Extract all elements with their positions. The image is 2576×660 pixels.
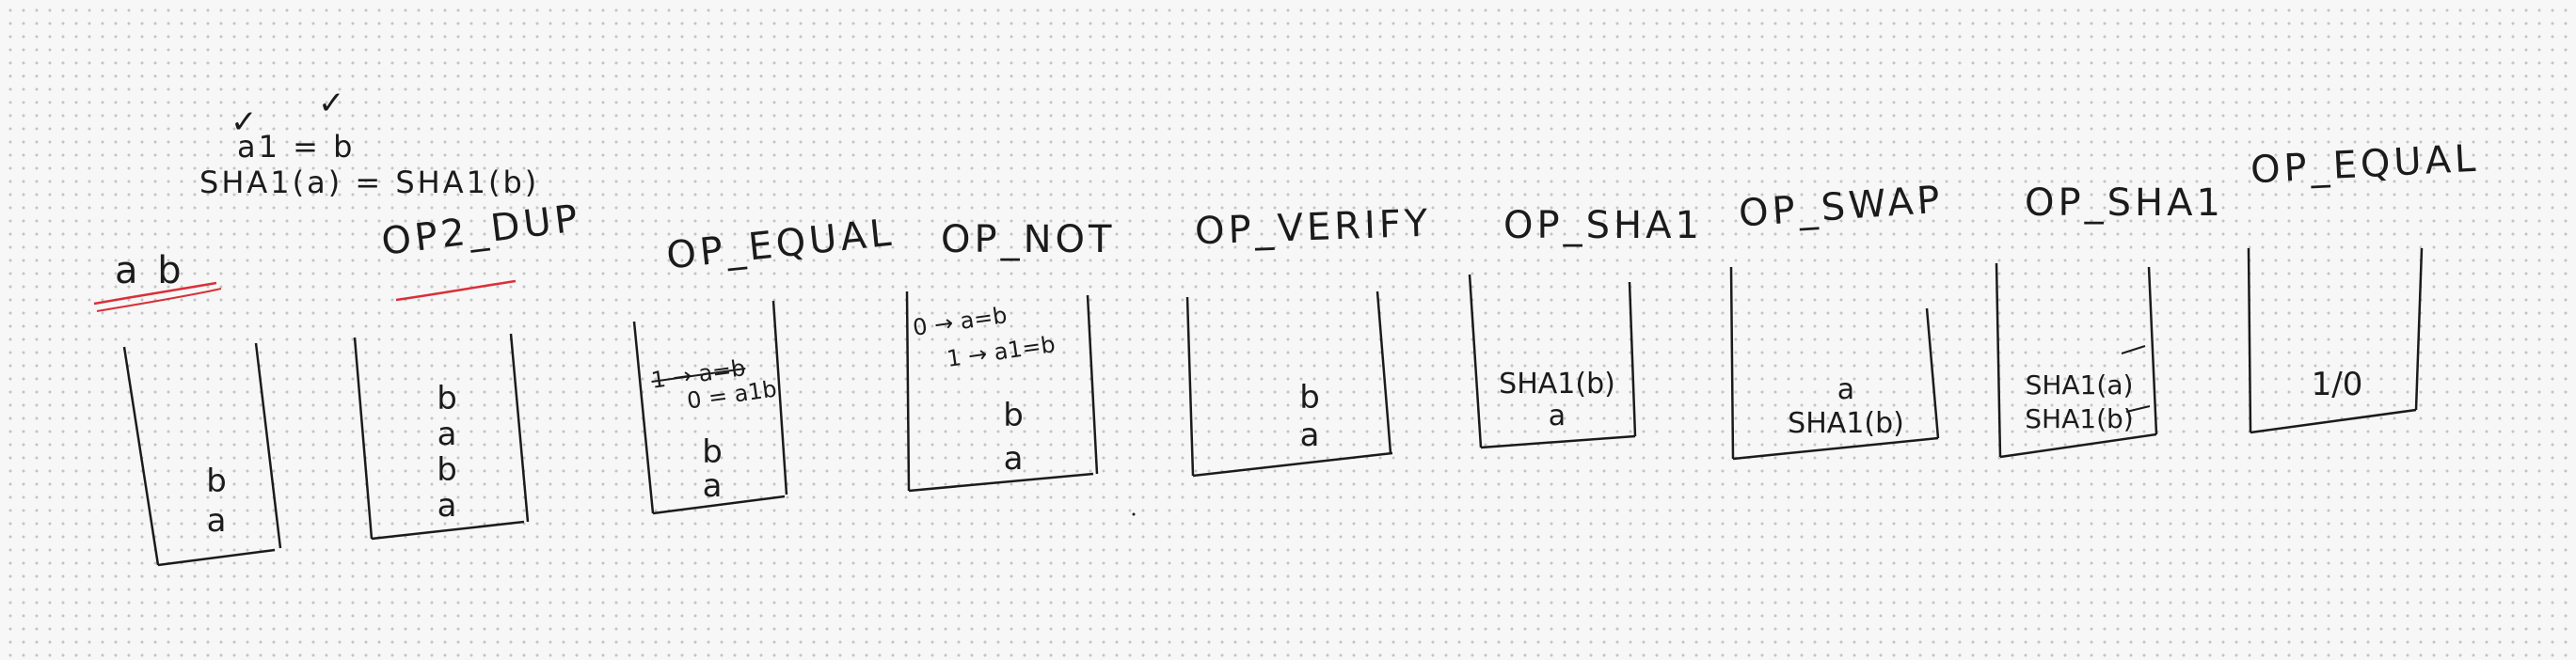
stack-title: OP_VERIFY — [1194, 201, 1433, 254]
stack-item: SHA1(b) — [1788, 407, 1904, 440]
stack-item: b — [702, 433, 723, 471]
stack-title: OP_EQUAL — [2249, 136, 2481, 193]
stack-item: SHA1(b) — [1499, 368, 1615, 401]
stack-title: a b — [115, 249, 185, 292]
stack-title: OP_SHA1 — [2025, 181, 2224, 225]
stack-item: a — [437, 487, 457, 525]
stack-title: OP_NOT — [941, 218, 1116, 261]
stack-item: 1/0 — [2311, 366, 2363, 403]
stack-title: OP2_DUP — [378, 196, 584, 264]
red-underline — [93, 281, 222, 312]
stack-item: b — [437, 380, 457, 417]
stack-item: SHA1(b) — [2025, 403, 2134, 434]
stack-box: b a — [1185, 291, 1394, 479]
stack-item: a — [437, 416, 457, 453]
stack-box: b a — [122, 342, 282, 569]
stray-ink-dot — [1132, 512, 1136, 516]
stack-box: b a b a — [353, 333, 532, 541]
stack-item: a — [206, 502, 227, 540]
stack-box: a SHA1(b) — [1729, 266, 1944, 461]
stack-item: a — [1548, 400, 1566, 432]
stack-item: SHA1(a) — [2025, 369, 2134, 401]
stack-box: 1 → a=b 0 = a1b b a — [632, 300, 792, 517]
stack-title: OP_SHA1 — [1503, 204, 1703, 247]
header-equation-line-2: SHA1(a) = SHA1(b) — [199, 165, 540, 200]
header-equation-line-1: a1 = b — [237, 129, 356, 165]
stack-item: a — [702, 467, 723, 505]
stack-title: OP_EQUAL — [664, 211, 898, 278]
stack-box: SHA1(a) SHA1(b) — [1995, 262, 2164, 461]
stack-box: SHA1(b) a — [1468, 274, 1646, 453]
check-mark: ✓ — [318, 85, 345, 122]
red-underline — [395, 279, 517, 302]
stack-box: 1/0 — [2247, 247, 2427, 436]
stack-item: a — [1299, 416, 1320, 454]
stack-item: b — [437, 451, 457, 489]
stack-item: b — [1003, 397, 1024, 434]
stack-item: a — [1837, 373, 1855, 406]
stack-item: b — [206, 463, 227, 500]
stack-box: 0 → a=b 1 → a1=b b a — [905, 291, 1103, 494]
stack-item: a — [1003, 440, 1024, 478]
check-mark: ✓ — [231, 103, 258, 141]
stack-item: b — [1299, 379, 1320, 416]
stack-title: OP_SWAP — [1737, 178, 1946, 236]
